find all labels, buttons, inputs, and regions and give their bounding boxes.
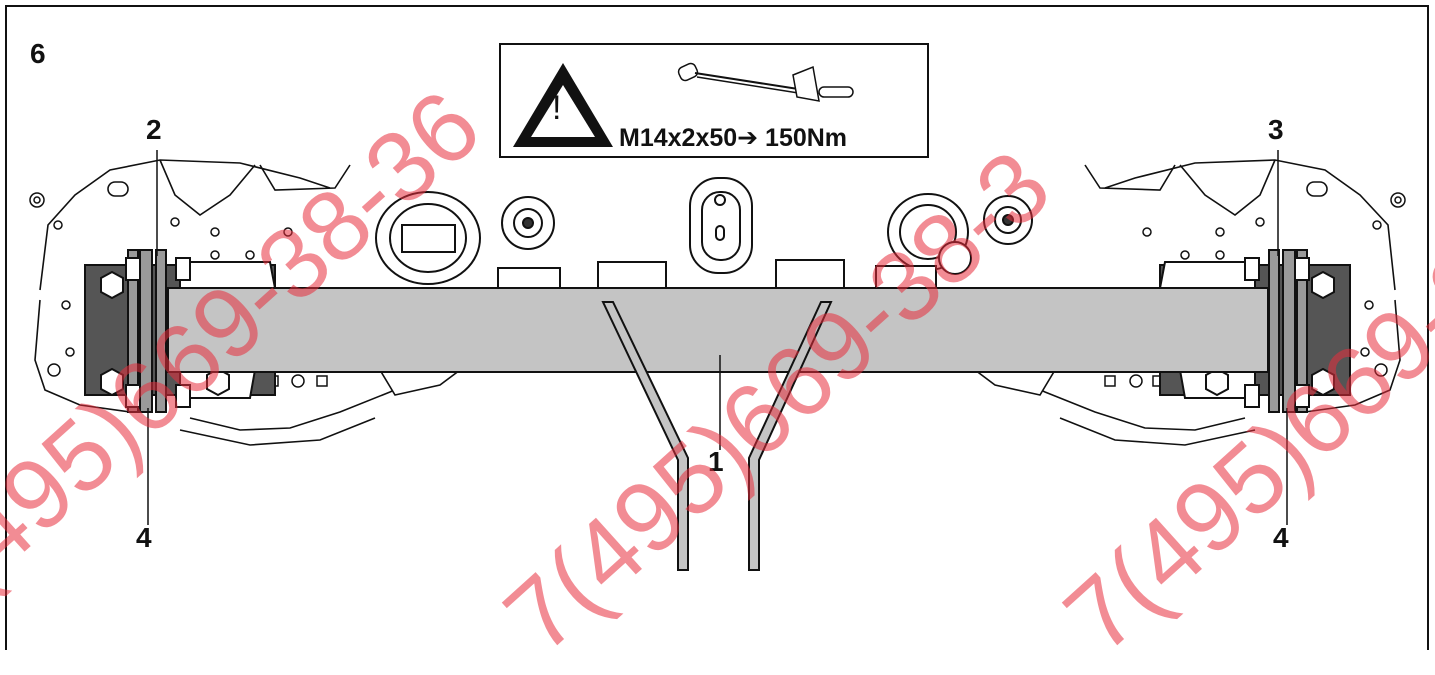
axle-diagram bbox=[5, 5, 1429, 650]
figure-frame: 6 ! M14x2x50➔ 150Nm 1 2 3 4 4 (495)669-3… bbox=[0, 5, 1435, 674]
chassis-holes-left bbox=[29, 192, 328, 388]
cross-beam bbox=[167, 287, 1269, 373]
callout-4-right: 4 bbox=[1273, 522, 1289, 553]
torque-warning-box: ! M14x2x50➔ 150Nm bbox=[499, 43, 929, 158]
chassis-outline-left bbox=[34, 159, 421, 446]
callout-4-left: 4 bbox=[136, 522, 152, 553]
warning-triangle-icon bbox=[513, 63, 613, 147]
warning-exclamation: ! bbox=[552, 89, 562, 127]
center-mounts bbox=[375, 177, 1033, 291]
lifting-sling bbox=[601, 301, 833, 571]
callout-1: 1 bbox=[708, 446, 724, 477]
outer-border bbox=[5, 5, 1429, 650]
callout-3: 3 bbox=[1268, 114, 1284, 145]
figure-number: 6 bbox=[30, 38, 46, 69]
chassis-holes-right bbox=[1104, 192, 1406, 388]
leader-lines bbox=[147, 150, 1288, 525]
lower-brackets bbox=[378, 369, 1057, 396]
torque-wrench-icon bbox=[677, 62, 854, 102]
callout-2: 2 bbox=[146, 114, 162, 145]
torque-spec: M14x2x50➔ 150Nm bbox=[619, 124, 848, 152]
